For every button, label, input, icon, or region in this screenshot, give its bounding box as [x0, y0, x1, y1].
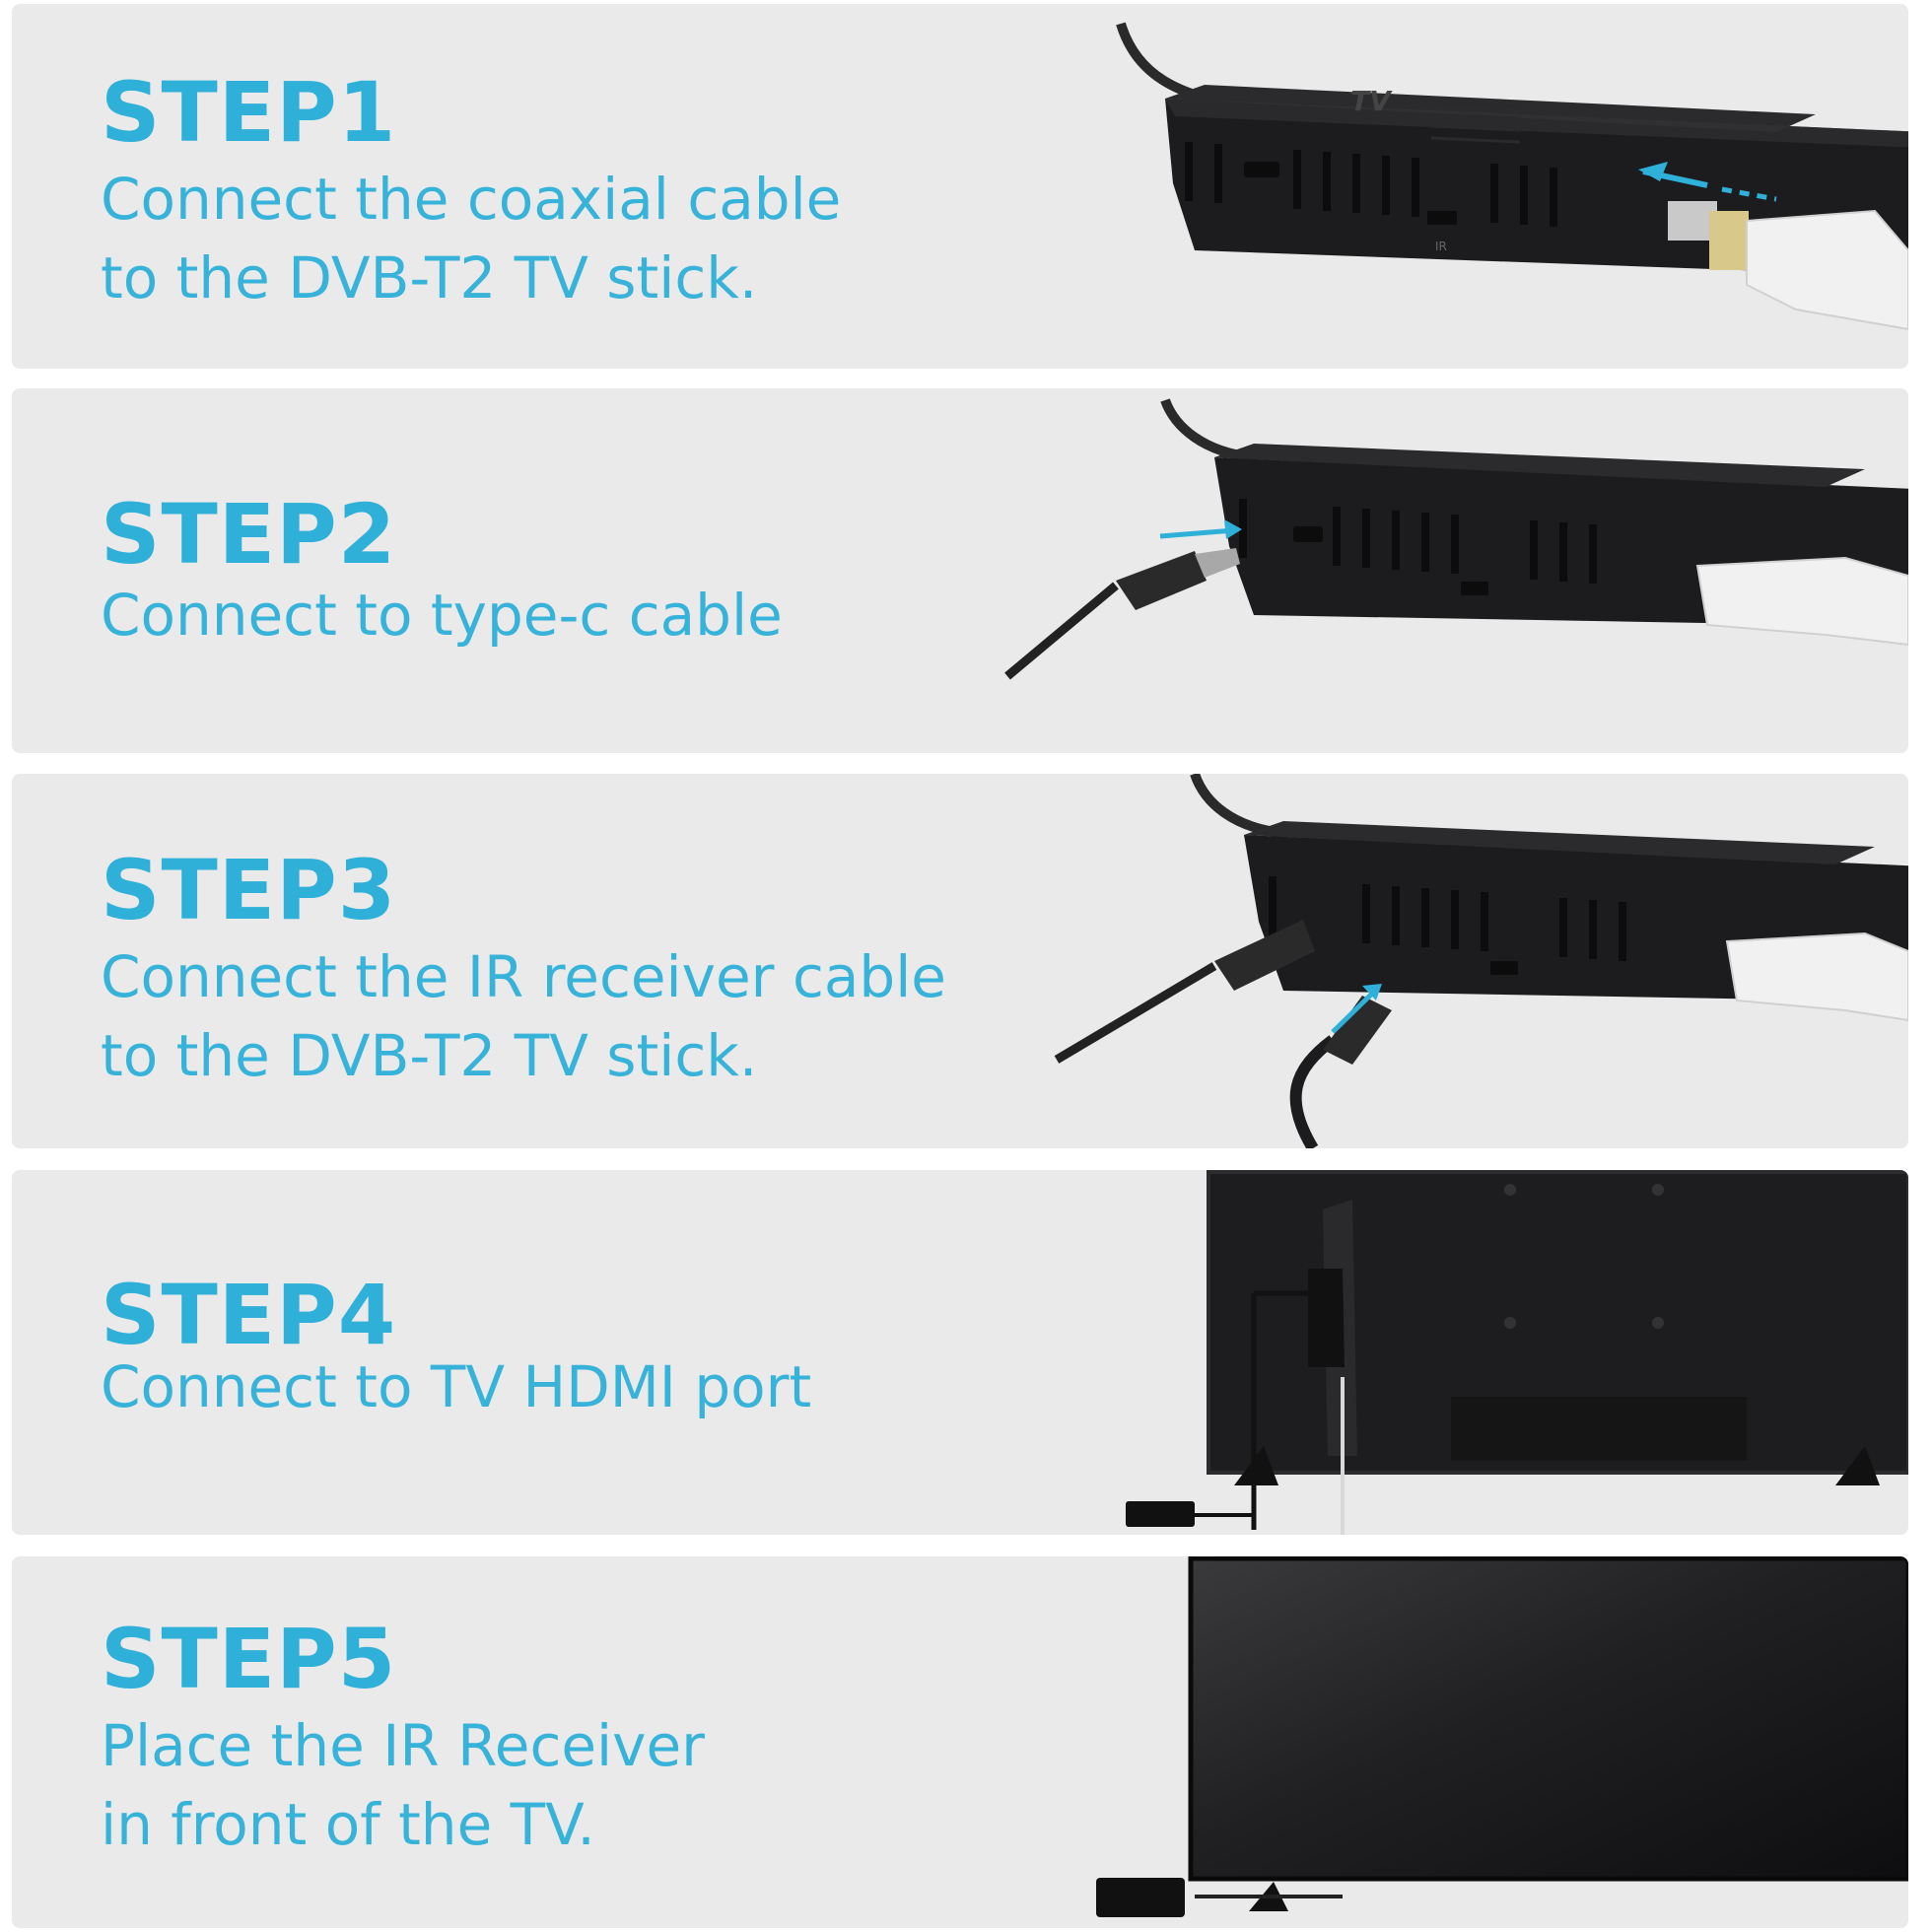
- step-4-description: Connect to TV HDMI port: [101, 1347, 811, 1426]
- step-1-panel: STEP1 Connect the coaxial cable to the D…: [12, 4, 1908, 369]
- device-brand-text: TV: [1350, 85, 1393, 117]
- step-4-panel: STEP4 Connect to TV HDMI port: [12, 1170, 1908, 1535]
- ir-port-label: IR: [1435, 240, 1447, 253]
- step-3-description: Connect the IR receiver cable to the DVB…: [101, 937, 946, 1095]
- step-4-line-1: Connect to TV HDMI port: [101, 1353, 812, 1420]
- step-1-description: Connect the coaxial cable to the DVB-T2 …: [101, 160, 841, 317]
- step-3-line-2: to the DVB-T2 TV stick.: [101, 1022, 758, 1089]
- step-4-title: STEP4: [101, 1267, 397, 1363]
- tv-stick-coax-illustration: IR TV: [1116, 22, 1908, 331]
- step-3-panel: STEP3 Connect the IR receiver cable to t…: [12, 774, 1908, 1148]
- tv-stick-ir-illustration: [1054, 774, 1908, 1148]
- step-3-title: STEP3: [101, 842, 397, 938]
- step-5-line-1: Place the IR Receiver: [101, 1712, 706, 1779]
- step-5-line-2: in front of the TV.: [101, 1791, 595, 1858]
- step-5-panel: STEP5 Place the IR Receiver in front of …: [12, 1556, 1908, 1928]
- step-5-title: STEP5: [101, 1611, 397, 1707]
- step-2-line-1: Connect to type-c cable: [101, 582, 783, 649]
- step-1-title: STEP1: [101, 64, 397, 161]
- step-2-title: STEP2: [101, 486, 397, 583]
- step-1-line-1: Connect the coaxial cable: [101, 166, 842, 233]
- step-2-description: Connect to type-c cable: [101, 576, 783, 655]
- tv-front-ir-receiver-illustration: [1096, 1556, 1908, 1917]
- step-2-panel: STEP2 Connect to type-c cable: [12, 388, 1908, 753]
- step-3-line-1: Connect the IR receiver cable: [101, 943, 946, 1010]
- tv-stick-typec-illustration: [1004, 398, 1908, 680]
- step-5-description: Place the IR Receiver in front of the TV…: [101, 1706, 705, 1864]
- tv-back-hdmi-illustration: [1126, 1170, 1908, 1535]
- step-1-line-2: to the DVB-T2 TV stick.: [101, 244, 758, 311]
